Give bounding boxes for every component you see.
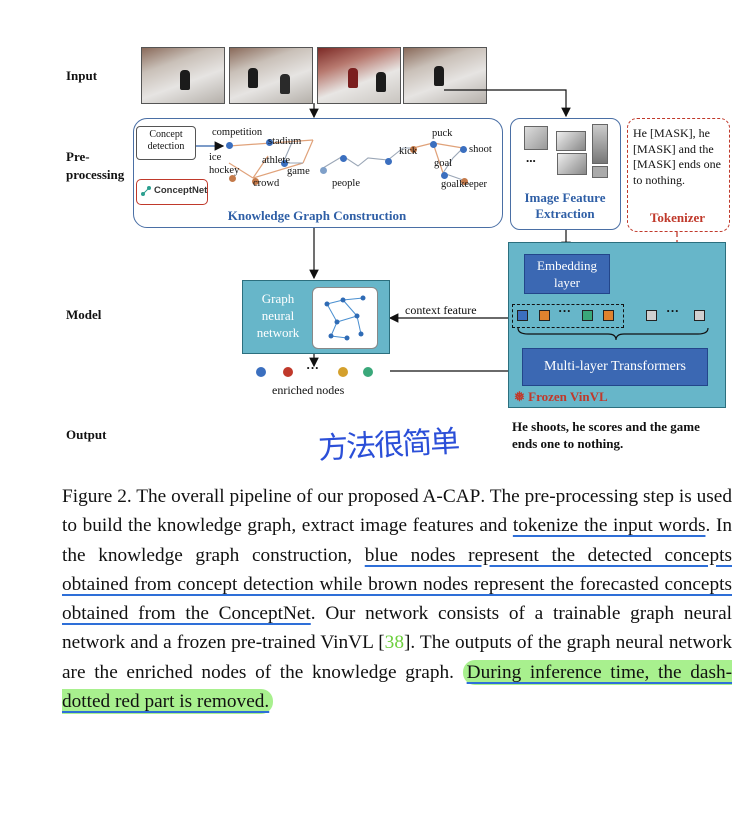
row-label-input: Input (66, 68, 98, 83)
row-label-preprocessing-2: processing (66, 167, 125, 182)
feature-crop-5 (592, 166, 608, 178)
input-image-2 (229, 47, 313, 104)
token-square-blue (517, 310, 528, 321)
enriched-node-green (363, 367, 373, 377)
kg-word-game: game (287, 166, 310, 177)
embedding-layer: Embedding layer (524, 254, 610, 294)
model-name-b: AP (455, 486, 481, 507)
kg-word-goal: goal (434, 158, 453, 169)
token-group-dashed (512, 304, 624, 328)
kg-node (461, 178, 468, 185)
tokenizer-title: Tokenizer (649, 210, 706, 225)
model-name-a: A-C (422, 486, 456, 507)
kg-node (229, 175, 236, 182)
gnn-graph-icon (312, 287, 378, 349)
kg-node (320, 167, 327, 174)
enriched-node-blue (256, 367, 266, 377)
tokenizer-panel (627, 118, 730, 232)
enriched-ellipsis: ··· (306, 360, 320, 375)
kg-node (252, 178, 259, 185)
kg-node (226, 142, 233, 149)
token-square-green (582, 310, 593, 321)
input-image-1 (141, 47, 225, 104)
image-feature-title: Image Feature Extraction (524, 190, 606, 221)
kg-word-hockey: hockey (209, 165, 240, 176)
feature-crop-3 (592, 124, 608, 164)
kg-node (281, 160, 288, 167)
enriched-node-red (283, 367, 293, 377)
kg-word-athlete: athlete (262, 155, 290, 166)
token-square-grey (646, 310, 657, 321)
context-feature-label: context feature (405, 303, 477, 317)
frozen-vinvl-label: ❅ Frozen VinVL (514, 389, 608, 404)
token-brace (517, 327, 709, 341)
kg-node (266, 139, 273, 146)
kg-word-people: people (332, 178, 360, 189)
caption-part-1: . The pre-processing step is used to bui… (62, 486, 732, 537)
kg-word-kick: kick (399, 146, 418, 157)
enriched-node-gold (338, 367, 348, 377)
caption-part-3: . Our network consists of a trainable gr… (62, 603, 732, 654)
token-square-orange (539, 310, 550, 321)
kg-node (460, 146, 467, 153)
handwritten-note: 方法很简单 (317, 424, 460, 467)
kg-construction-title: Knowledge Graph Construction (227, 208, 407, 223)
row-label-output: Output (66, 427, 107, 442)
tokenizer-input-text: He [MASK], he [MASK] and the [MASK] ends… (633, 126, 721, 187)
token-square-grey-2 (694, 310, 705, 321)
kg-word-stadium: stadium (268, 136, 302, 147)
kg-word-puck: puck (432, 128, 453, 139)
feature-crop-4 (557, 153, 587, 175)
caption-part-2: . In the knowledge graph construction, (62, 515, 733, 566)
feature-crop-1 (524, 126, 548, 150)
kg-word-shoot: shoot (469, 144, 492, 155)
kg-node (410, 146, 417, 153)
citation-link[interactable]: 38 (384, 632, 404, 654)
kg-word-competition: competition (212, 127, 263, 138)
kg-node (340, 155, 347, 162)
concept-detection-box: Concept detection (136, 126, 196, 160)
input-image-3 (317, 47, 401, 104)
conceptnet-label: ConceptNet (154, 185, 208, 196)
kg-word-goalkeeper: goalkeeper (441, 179, 488, 190)
feature-dots: ... (526, 150, 536, 165)
kg-word-crowd: crowd (253, 178, 280, 189)
caption-part-4: ]. The outputs of the graph neural netwo… (62, 632, 733, 683)
kg-word-ice: ice (209, 152, 222, 163)
token-ellipsis-1: ··· (558, 303, 572, 318)
row-label-model: Model (66, 307, 102, 322)
gnn-label: Graph neural network (256, 291, 300, 340)
row-label-preprocessing-1: Pre- (66, 149, 90, 164)
output-caption: He shoots, he scores and the game ends o… (512, 419, 700, 451)
enriched-nodes-label: enriched nodes (272, 383, 345, 397)
conceptnet-box: ConceptNet (136, 179, 208, 205)
underline-nodes-description: blue nodes represent the detected concep… (62, 544, 732, 625)
conceptnet-logo-icon (140, 184, 152, 198)
input-image-4 (403, 47, 487, 104)
kg-node (385, 158, 392, 165)
token-ellipsis-2: ··· (666, 303, 680, 318)
feature-crop-2 (556, 131, 586, 151)
caption-prefix: Figure 2. The overall pipeline of our pr… (62, 486, 423, 507)
multi-layer-transformers: Multi-layer Transformers (522, 348, 708, 386)
figure-caption: Figure 2. The overall pipeline of our pr… (62, 482, 733, 716)
token-square-orange-2 (603, 310, 614, 321)
underline-tokenize: tokenize the input words (512, 515, 706, 537)
kg-node (441, 172, 448, 179)
kg-node (430, 141, 437, 148)
